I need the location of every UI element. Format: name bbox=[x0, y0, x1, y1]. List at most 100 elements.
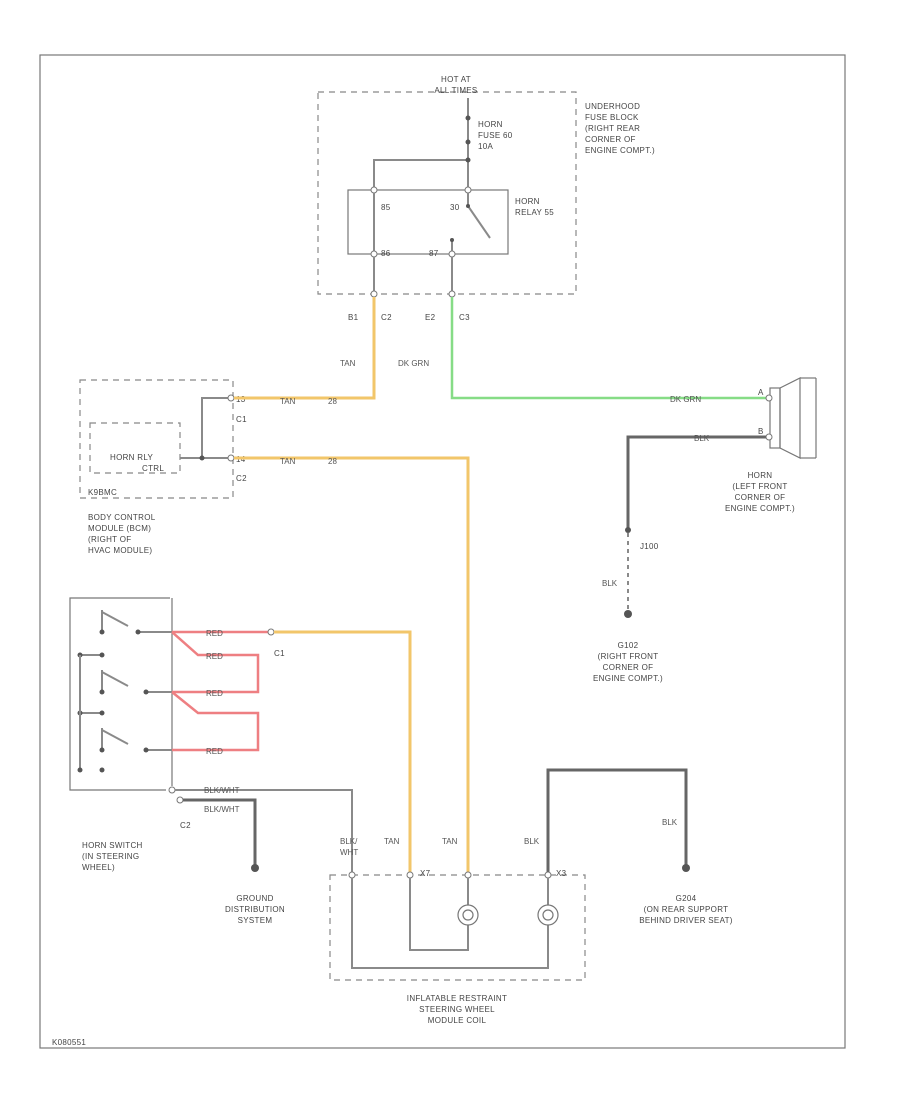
coil-pin-blk bbox=[544, 871, 552, 879]
blk-wht-wire-label-1: BLK/WHT bbox=[204, 786, 240, 795]
coil-wire-blk-label: BLK bbox=[524, 837, 540, 846]
blk-wire-label-g204: BLK bbox=[662, 818, 678, 827]
red-wire-harness: RED RED RED RED C1 bbox=[171, 628, 285, 756]
relay-pin-85-label: 85 bbox=[381, 203, 391, 212]
relay-pin-85-top bbox=[370, 186, 378, 194]
diagram-border bbox=[39, 54, 846, 1049]
bcm-pin-14 bbox=[227, 454, 235, 462]
fuse-splice bbox=[465, 157, 471, 163]
blk-wht-wire-to-ground bbox=[183, 798, 257, 866]
relay-switch-contact bbox=[450, 238, 454, 242]
red-wire-label-1: RED bbox=[206, 629, 223, 638]
bcm-conn-c1-label: C1 bbox=[236, 415, 247, 424]
bcm-relay-label-2: CTRL bbox=[142, 464, 164, 473]
hot-at-label-1: HOT AT bbox=[441, 75, 471, 84]
fuse-block-name-4: CORNER OF bbox=[585, 135, 636, 144]
fuse-block-name-2: FUSE BLOCK bbox=[585, 113, 639, 122]
body-control-module: HORN RLY CTRL K9BMC 13 C1 14 C2 BODY CON… bbox=[79, 379, 247, 555]
tan-wire-relay-to-bcm bbox=[234, 297, 376, 400]
conn-c2-label: C2 bbox=[381, 313, 392, 322]
fuse-block-name-1: UNDERHOOD bbox=[585, 102, 640, 111]
bcm-name-4: HVAC MODULE) bbox=[88, 546, 152, 555]
red-wire-2 bbox=[171, 631, 260, 694]
fuse-block-name-5: ENGINE COMPT.) bbox=[585, 146, 655, 155]
switch-2-contact bbox=[143, 689, 149, 695]
tan-wire-bcm-to-coil bbox=[234, 456, 470, 872]
horn-switch-name-2: (IN STEERING bbox=[82, 852, 139, 861]
relay-pin-86-label: 86 bbox=[381, 249, 391, 258]
horn-pin-b bbox=[765, 433, 773, 441]
dk-grn-wire-relay-to-horn bbox=[450, 297, 766, 400]
ground-g102-label-4: ENGINE COMPT.) bbox=[593, 674, 663, 683]
steering-wheel-module-coil: X7 X3 BLK/ WHT TAN TAN BLK INFLATABLE RE… bbox=[329, 837, 586, 1025]
coil-clockspring-2-inner bbox=[542, 909, 554, 921]
coil-wire-blk-wht-label-2: WHT bbox=[340, 848, 358, 857]
horn-switch-conn-c1 bbox=[267, 628, 275, 636]
coil-name-1: INFLATABLE RESTRAINT bbox=[407, 994, 507, 1003]
coil-pin-tan-1 bbox=[406, 871, 414, 879]
switch-bottom-dot-2 bbox=[99, 767, 105, 773]
red-wire-label-4: RED bbox=[206, 747, 223, 756]
ground-g102-symbol bbox=[624, 610, 632, 618]
horn-name-1: HORN bbox=[748, 471, 773, 480]
blk-wht-wire-to-coil bbox=[175, 789, 353, 872]
ground-g204-label-2: (ON REAR SUPPORT bbox=[644, 905, 729, 914]
splice-j100-point bbox=[625, 527, 631, 533]
red-wire-label-2: RED bbox=[206, 652, 223, 661]
switch-bottom-dot-1 bbox=[77, 767, 83, 773]
horn: A B HORN (LEFT FRONT CORNER OF ENGINE CO… bbox=[725, 377, 817, 513]
underhood-fuse-block: HOT AT ALL TIMES UNDERHOOD FUSE BLOCK (R… bbox=[317, 75, 655, 322]
ground-dist-label-1: GROUND bbox=[236, 894, 273, 903]
tan-wire-gauge-2: 28 bbox=[328, 457, 337, 466]
ground-g204-label-3: BEHIND DRIVER SEAT) bbox=[639, 916, 733, 925]
horn-pin-a-label: A bbox=[758, 388, 764, 397]
horn-name-4: ENGINE COMPT.) bbox=[725, 504, 795, 513]
bcm-horn-relay-ctrl-box bbox=[89, 422, 181, 474]
ground-dist-label-3: SYSTEM bbox=[238, 916, 273, 925]
bcm-pin-13 bbox=[227, 394, 235, 402]
blk-wire-horn-ground bbox=[626, 435, 766, 530]
coil-wire-tan-label-2: TAN bbox=[442, 837, 458, 846]
fuse-block-conn-b1 bbox=[370, 290, 378, 298]
horn-switch-conn-c2-pin-2 bbox=[176, 796, 184, 804]
relay-pin-86-bottom bbox=[370, 250, 378, 258]
red-wire-3 bbox=[171, 691, 260, 752]
horn-name-3: CORNER OF bbox=[735, 493, 786, 502]
relay-pin-87-label: 87 bbox=[429, 249, 439, 258]
fuse-block-name-3: (RIGHT REAR bbox=[585, 124, 640, 133]
ground-g204-label-1: G204 bbox=[676, 894, 697, 903]
horn-pin-b-label: B bbox=[758, 427, 764, 436]
bcm-conn-c2-label: C2 bbox=[236, 474, 247, 483]
conn-b1-label: B1 bbox=[348, 313, 359, 322]
coil-clockspring-1 bbox=[457, 904, 479, 926]
coil-internal-wire-1 bbox=[409, 878, 469, 951]
horn-bell bbox=[779, 377, 801, 459]
conn-c3-label: C3 bbox=[459, 313, 470, 322]
horn-switch-name-3: WHEEL) bbox=[82, 863, 115, 872]
relay-pin-30-top bbox=[464, 186, 472, 194]
blk-wire-label-g102: BLK bbox=[602, 579, 618, 588]
switch-1-arm bbox=[101, 611, 129, 627]
bcm-internal-wire-1 bbox=[180, 397, 228, 459]
tan-wire-switch-to-coil bbox=[274, 630, 412, 872]
ground-distribution-symbol bbox=[251, 864, 259, 872]
coil-clockspring-2 bbox=[537, 904, 559, 926]
fuse-label-3: 10A bbox=[478, 142, 493, 151]
coil-wire-blk-wht-label-1: BLK/ bbox=[340, 837, 358, 846]
switch-1-pivot bbox=[99, 629, 105, 635]
fuse-label-2: FUSE 60 bbox=[478, 131, 513, 140]
coil-clockspring-1-inner bbox=[462, 909, 474, 921]
switch-3-pivot bbox=[99, 747, 105, 753]
fuse-label-1: HORN bbox=[478, 120, 503, 129]
horn-switch-conn-c2-pin-1 bbox=[168, 786, 176, 794]
switch-3-arm bbox=[101, 729, 129, 745]
bcm-internal-splice bbox=[199, 455, 205, 461]
dk-grn-wire-label-2: DK GRN bbox=[670, 395, 701, 404]
ground-g102-label-3: CORNER OF bbox=[603, 663, 654, 672]
coil-wire-tan-label-1: TAN bbox=[384, 837, 400, 846]
ground-g102-label-1: G102 bbox=[618, 641, 639, 650]
ground-g102-label-2: (RIGHT FRONT bbox=[598, 652, 659, 661]
hot-at-label-2: ALL TIMES bbox=[434, 86, 477, 95]
switch-2-pivot bbox=[99, 689, 105, 695]
